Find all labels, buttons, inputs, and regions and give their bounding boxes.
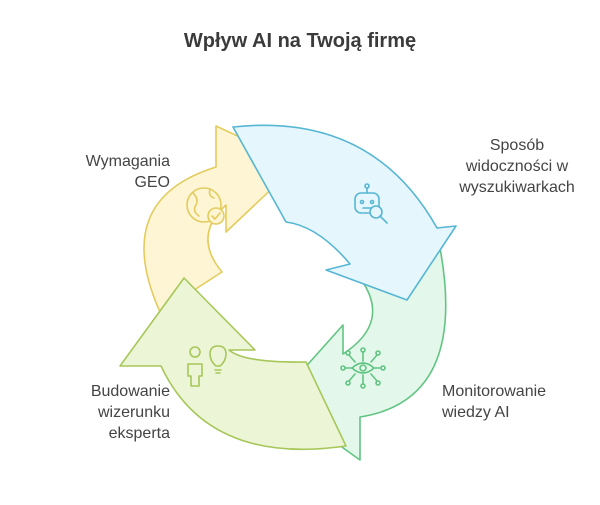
- label-line: wyszukiwarkach: [459, 179, 575, 196]
- diagram-title: Wpływ AI na Twoją firmę: [183, 30, 417, 52]
- network-eye-icon: [340, 347, 386, 389]
- label-line: wizerunku: [97, 404, 170, 421]
- segment-expert-image: [119, 277, 347, 451]
- label-geo-requirements: Wymagania GEO: [20, 151, 170, 193]
- robot-search-icon: [354, 183, 388, 224]
- label-line: eksperta: [108, 425, 170, 442]
- label-line: Budowanie: [90, 383, 170, 400]
- label-ai-monitoring: Monitorowanie wiedzy AI: [442, 381, 592, 423]
- label-line: widoczności w: [465, 158, 569, 175]
- label-expert-image: Budowanie wizerunku eksperta: [20, 381, 170, 444]
- label-line: wiedzy AI: [442, 404, 510, 421]
- label-line: Monitorowanie: [442, 383, 547, 400]
- label-line: GEO: [134, 174, 170, 191]
- segment-search-visibility: [232, 124, 457, 301]
- label-line: Sposób: [489, 137, 545, 154]
- label-search-visibility: Sposób widoczności w wyszukiwarkach: [437, 135, 597, 198]
- person-idea-icon: [187, 345, 227, 387]
- label-line: Wymagania: [85, 153, 170, 170]
- globe-check-icon: [186, 187, 225, 225]
